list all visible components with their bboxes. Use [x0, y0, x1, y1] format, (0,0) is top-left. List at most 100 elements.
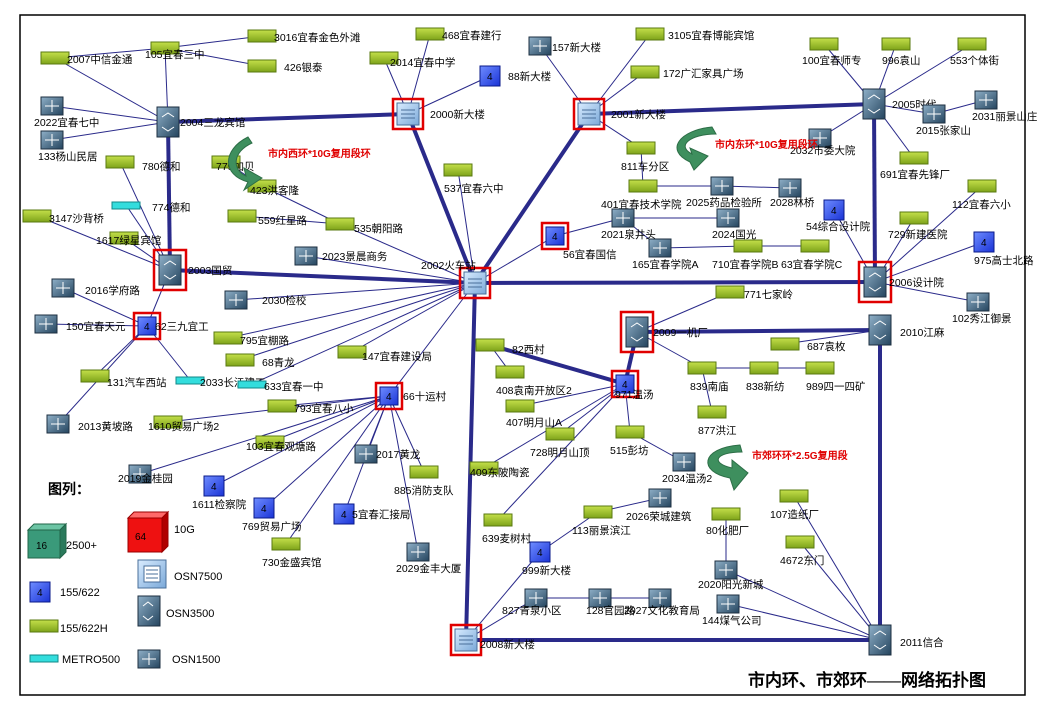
network-node[interactable]: 2019金桂园 — [118, 464, 173, 485]
network-node[interactable]: 468宜春建行 — [415, 27, 502, 42]
network-node[interactable]: 687袁枚 — [770, 337, 846, 353]
network-node[interactable]: 838新纺 — [746, 361, 785, 393]
network-node[interactable]: 774德和 — [111, 201, 191, 214]
network-node[interactable]: 150宜春天元 — [34, 314, 126, 334]
network-node[interactable]: 515彭坊 — [610, 425, 649, 457]
network-node[interactable]: 2010江麻 — [868, 314, 945, 346]
network-node[interactable]: 691宜春先锋厂 — [880, 151, 950, 181]
network-node[interactable]: 165宜春学院A — [632, 238, 699, 271]
network-node[interactable]: 2026荣城建筑 — [626, 488, 692, 523]
network-node[interactable]: 63宜春学院C — [781, 239, 843, 271]
network-node[interactable]: 401宜春技术学院 — [601, 179, 682, 211]
network-node[interactable]: 2009一机厂 — [619, 310, 708, 354]
network-node[interactable]: 2002火车站 — [421, 259, 492, 300]
network-node[interactable]: 885消防支队 — [394, 465, 454, 497]
network-node[interactable]: 2017黄龙 — [354, 444, 421, 464]
network-node[interactable]: 147宜春建设局 — [337, 345, 432, 363]
network-node[interactable]: 2007中信金通 — [40, 51, 133, 66]
network-node[interactable]: 2030检校 — [224, 290, 307, 310]
network-node[interactable]: 2013黄坡路 — [46, 414, 133, 434]
network-node[interactable]: 105宜春三中 — [145, 41, 205, 61]
network-node[interactable]: 3147沙背桥 — [22, 209, 104, 225]
network-node[interactable]: 2001新大楼 — [572, 97, 666, 131]
network-node[interactable]: 131汽车西站 — [80, 369, 167, 389]
network-node[interactable]: 2011信合 — [868, 624, 944, 656]
network-node[interactable]: 3105宜春博能宾馆 — [635, 27, 754, 42]
network-node[interactable]: 80化肥厂 — [706, 507, 749, 537]
network-node[interactable]: 113丽景滨江 — [572, 505, 631, 537]
network-node[interactable]: 2014宜春中学 — [369, 51, 455, 69]
network-node[interactable]: 1610贸易广场2 — [148, 415, 219, 433]
network-node[interactable]: 827青泉小区 — [502, 588, 562, 617]
network-node[interactable]: 633宜春一中 — [237, 380, 324, 393]
network-node[interactable]: 144煤气公司 — [702, 594, 762, 627]
network-node[interactable]: 2024国光 — [712, 208, 757, 241]
network-node[interactable]: 2029金丰大厦 — [396, 542, 462, 575]
network-node[interactable]: 2027文化教育局 — [624, 588, 700, 617]
network-node[interactable]: 2023景晨商务 — [294, 246, 388, 266]
network-node[interactable]: 2020阳光新城 — [698, 560, 764, 591]
network-node[interactable]: 771七家岭 — [715, 285, 794, 301]
network-node[interactable]: 2008新大楼 — [449, 623, 535, 657]
network-node[interactable]: 989四一四矿 — [805, 361, 866, 393]
network-node[interactable]: 2015张家山 — [916, 104, 971, 137]
network-node[interactable]: 559红星路 — [227, 209, 308, 227]
network-node[interactable]: 730金盛宾馆 — [262, 537, 322, 569]
network-node[interactable]: 795宜棚路 — [213, 331, 290, 347]
network-node[interactable]: 2016学府路 — [51, 278, 140, 298]
network-node[interactable]: 408袁南开放区2 — [495, 365, 572, 397]
network-node[interactable]: 128官园路 — [586, 588, 636, 617]
network-node[interactable]: 100宜春师专 — [802, 37, 862, 67]
network-node[interactable]: 112宜春六小 — [952, 179, 1011, 211]
network-node[interactable]: 103宜春观塘路 — [246, 435, 317, 453]
network-node[interactable]: 2006设计院 — [857, 260, 944, 304]
network-node[interactable]: 2000新大楼 — [391, 97, 485, 131]
network-node[interactable]: 839南庙 — [687, 361, 729, 393]
network-node[interactable]: 68青龙 — [225, 353, 295, 369]
network-node[interactable]: 793宜春八小 — [267, 399, 354, 415]
network-node[interactable]: 553个体街 — [950, 37, 1000, 67]
network-node[interactable]: 2004三龙宾馆 — [156, 106, 245, 138]
network-node[interactable]: 2028林桥 — [770, 178, 815, 209]
network-node[interactable]: 2025药品检验所 — [686, 176, 762, 209]
network-node[interactable]: 996袁山 — [881, 37, 921, 67]
network-node[interactable]: 157新大楼 — [528, 36, 602, 56]
network-node[interactable]: 877洪江 — [697, 405, 737, 437]
network-node[interactable]: 107造纸厂 — [770, 489, 819, 521]
network-node[interactable]: 729新建医院 — [888, 211, 948, 241]
network-node[interactable]: 102秀江御景 — [952, 292, 1012, 325]
network-node[interactable]: 172广汇家具广场 — [630, 65, 744, 80]
network-node[interactable]: 728明月山顶 — [530, 427, 590, 459]
network-node[interactable]: 537宜春六中 — [443, 163, 504, 195]
network-node[interactable]: 639麦树村 — [482, 513, 532, 545]
network-node[interactable]: 2031丽景山庄 — [972, 90, 1037, 123]
network-node[interactable]: 133杨山民居 — [38, 130, 98, 163]
network-node[interactable]: 2032市委大院 — [790, 128, 856, 157]
network-node[interactable]: 2022宜春七中 — [34, 96, 99, 129]
network-node[interactable]: 4672东门 — [780, 535, 824, 567]
network-node[interactable]: 2021泉井头 — [601, 208, 656, 241]
network-node[interactable]: 811车分区 — [621, 141, 669, 173]
network-node[interactable]: 409东陂陶瓷 — [469, 461, 530, 479]
network-node[interactable]: 407明月山A — [505, 399, 562, 429]
network-node[interactable]: 426银泰 — [247, 59, 323, 74]
network-node[interactable]: 82西村 — [475, 338, 545, 356]
network-node[interactable]: 1617绿星宾馆 — [96, 231, 161, 247]
network-node[interactable]: 2034温汤2 — [662, 452, 712, 485]
network-node[interactable]: 3016宜春金色外滩 — [247, 29, 361, 44]
network-node[interactable]: 780德和 — [105, 155, 181, 173]
network-node[interactable]: 710宜春学院B — [712, 239, 779, 271]
network-node[interactable]: 2003国贸 — [152, 248, 232, 292]
network-node[interactable]: 535朝阳路 — [325, 217, 404, 235]
